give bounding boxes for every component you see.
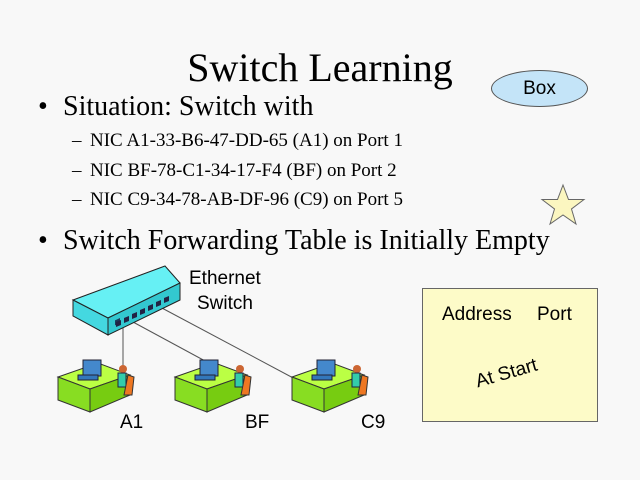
header-address: Address — [442, 304, 512, 325]
dash: – — [72, 130, 82, 151]
host-label-bf: BF — [245, 412, 270, 433]
cables — [122, 306, 298, 381]
bullet-dot: • — [38, 225, 48, 256]
workstation-a1-icon — [56, 359, 135, 413]
network-diagram — [56, 265, 369, 413]
host-label-c9: C9 — [361, 412, 386, 433]
subitem-bf: NIC BF-78-C1-34-17-F4 (BF) on Port 2 — [90, 160, 397, 181]
switch-label-line1: Ethernet — [189, 268, 261, 289]
dash: – — [72, 189, 82, 210]
workstation-bf-icon — [173, 359, 252, 413]
table-caption: At Start — [473, 354, 540, 393]
switch-label-line2: Switch — [197, 293, 253, 314]
box-ellipse[interactable]: Box — [491, 70, 588, 107]
bullet-dot: • — [38, 91, 48, 122]
forwarding-table-box: Address Port At Start — [422, 288, 598, 422]
star-icon — [540, 183, 586, 226]
header-port: Port — [537, 304, 572, 325]
host-label-a1: A1 — [120, 412, 144, 433]
ethernet-switch-icon — [71, 265, 181, 336]
subitem-a1: NIC A1-33-B6-47-DD-65 (A1) on Port 1 — [90, 130, 403, 151]
subitem-c9: NIC C9-34-78-AB-DF-96 (C9) on Port 5 — [90, 189, 403, 210]
bullet-situation: Situation: Switch with — [63, 91, 314, 122]
dash: – — [72, 160, 82, 181]
slide-title: Switch Learning — [187, 45, 453, 90]
bullet-forwarding-table: Switch Forwarding Table is Initially Emp… — [63, 225, 550, 256]
workstation-c9-icon — [290, 359, 369, 413]
